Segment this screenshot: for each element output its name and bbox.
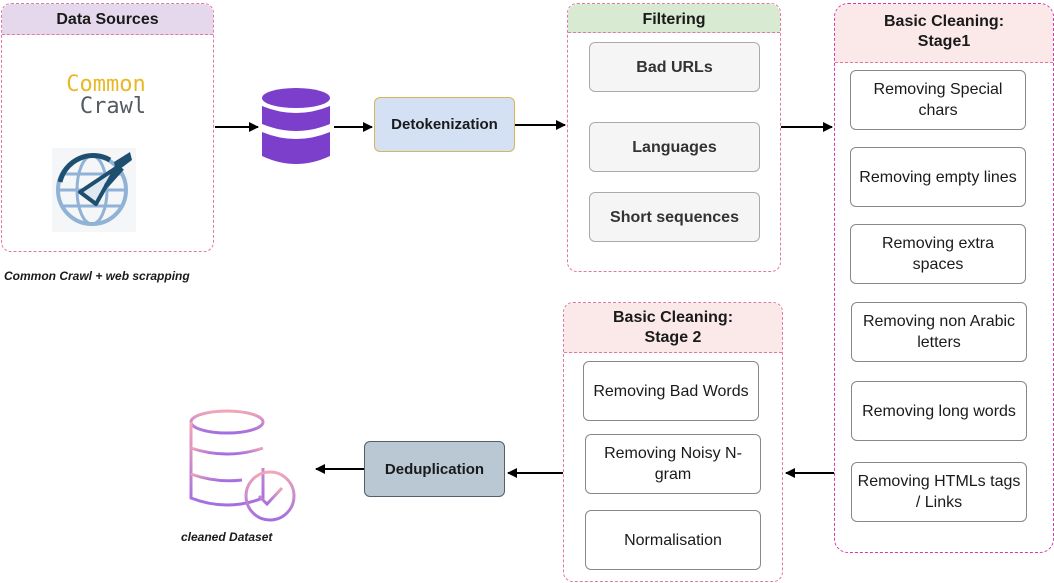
cleaned-dataset-icon (189, 409, 296, 522)
filter-item-bad-urls: Bad URLs (589, 42, 760, 92)
stage2-title-line2: Stage 2 (644, 329, 702, 346)
logo-crawl-text: Crawl (79, 94, 147, 119)
data-sources-title: Data Sources (2, 4, 213, 35)
common-crawl-logo: Common Crawl (50, 74, 162, 120)
stage1-item-empty-lines: Removing empty lines (850, 147, 1026, 207)
detokenization-box: Detokenization (374, 97, 515, 152)
web-scraping-globe-icon (52, 148, 136, 232)
stage2-title: Basic Cleaning: Stage 2 (564, 303, 782, 353)
stage1-title-line2: Stage1 (917, 33, 971, 50)
filter-item-short-sequences: Short sequences (589, 192, 760, 242)
database-icon (262, 88, 330, 164)
cleaned-dataset-caption: cleaned Dataset (181, 530, 273, 544)
stage2-item-normalisation: Normalisation (585, 510, 761, 570)
logo-common-text: Common (66, 72, 146, 97)
stage1-item-special-chars: Removing Special chars (850, 70, 1026, 130)
stage2-item-bad-words: Removing Bad Words (583, 361, 759, 421)
deduplication-box: Deduplication (364, 441, 505, 497)
stage1-item-html-tags: Removing HTMLs tags / Links (851, 462, 1027, 522)
stage1-item-long-words: Removing long words (851, 381, 1027, 441)
stage1-title: Basic Cleaning: Stage1 (835, 4, 1053, 63)
stage2-item-noisy-ngram: Removing Noisy N-gram (585, 434, 761, 494)
stage2-title-line1: Basic Cleaning: (612, 309, 734, 326)
stage1-item-non-arabic: Removing non Arabic letters (851, 302, 1027, 362)
data-sources-caption: Common Crawl + web scrapping (4, 269, 190, 283)
filter-item-languages: Languages (589, 122, 760, 172)
stage1-title-line1: Basic Cleaning: (883, 13, 1005, 30)
stage1-item-extra-spaces: Removing extra spaces (850, 224, 1026, 284)
filtering-title: Filtering (568, 4, 780, 33)
